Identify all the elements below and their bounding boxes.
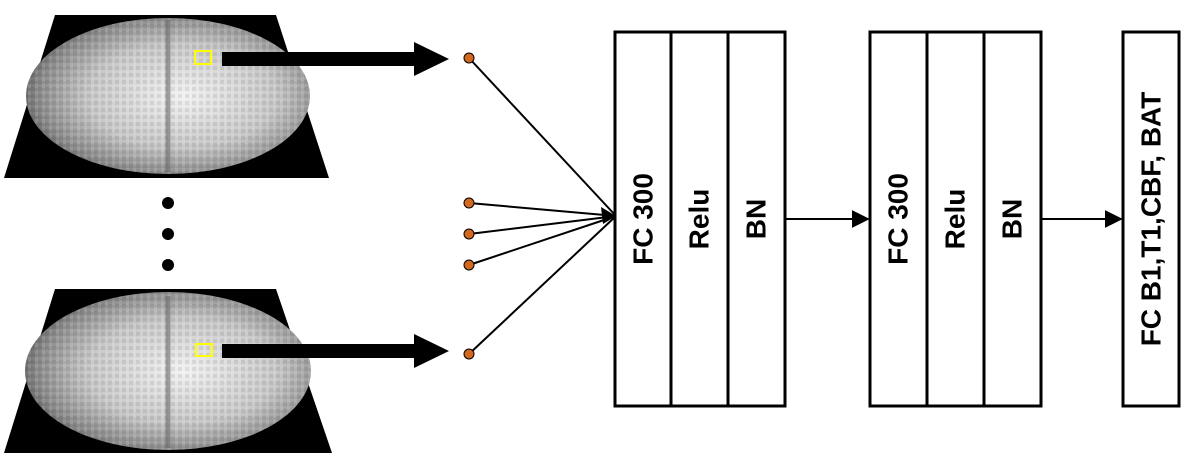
layer-label-relu: Relu [684, 189, 715, 250]
layer-label-relu: Relu [940, 189, 971, 250]
input-node [463, 259, 475, 271]
layer-block-2: FC 300 Relu BN [868, 30, 1043, 408]
input-connections [468, 57, 617, 355]
convergence-arrowhead [601, 207, 616, 224]
layer-label-bn: BN [741, 199, 772, 239]
layer-box-fc [868, 30, 929, 408]
layer-label-fc: FC 300 [628, 173, 659, 265]
layer-block-1: FC 300 Relu BN [613, 30, 787, 408]
layer-label-bn: BN [997, 199, 1028, 239]
input-node [463, 52, 475, 64]
brain-slice-bottom [4, 289, 332, 453]
input-node [463, 228, 475, 240]
input-nodes [463, 52, 475, 360]
layer-box-bn [726, 30, 787, 408]
output-layer-label: FC B1,T1,CBF, BAT [1136, 92, 1167, 347]
roi-box-bottom [195, 343, 213, 357]
input-node [463, 348, 475, 360]
layer-box-bn [982, 30, 1043, 408]
thick-arrow-bottom [222, 334, 449, 368]
ellipsis-dots [162, 197, 174, 271]
brain-slice-top [4, 15, 329, 178]
output-layer-box [1121, 30, 1181, 408]
layer-label-fc: FC 300 [883, 173, 914, 265]
thick-arrow-top [222, 42, 449, 76]
output-layer: FC B1,T1,CBF, BAT [1121, 30, 1181, 408]
input-node [463, 197, 475, 209]
roi-box-top [194, 50, 212, 65]
